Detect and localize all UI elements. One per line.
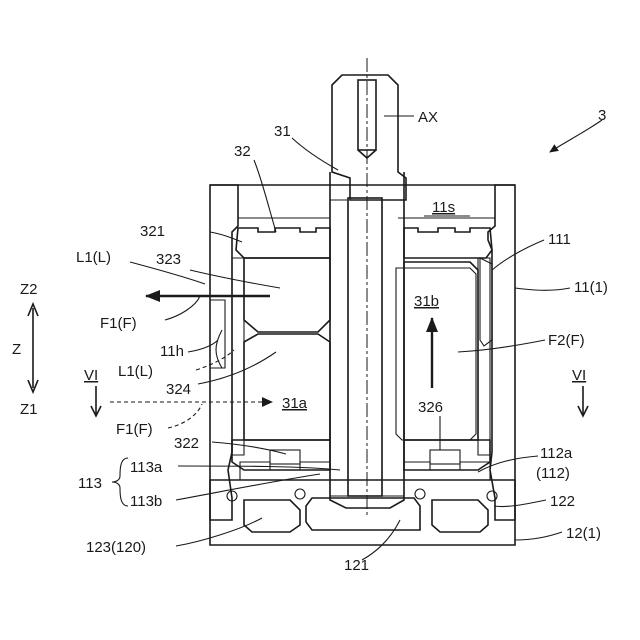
label-113a: 113a <box>130 459 163 476</box>
label-123-120: 123(120) <box>86 539 146 556</box>
label-11h: 11h <box>160 343 184 360</box>
label-11s: 11s <box>432 199 455 216</box>
label-11-1: 11(1) <box>574 279 608 296</box>
label-113b: 113b <box>130 493 162 510</box>
label-122: 122 <box>550 493 575 510</box>
vane-body <box>232 258 492 480</box>
label-326: 326 <box>418 399 443 416</box>
label-z: Z <box>12 341 21 358</box>
label-111: 111 <box>548 231 571 248</box>
label-323: 323 <box>156 251 181 268</box>
reference-labels: 3 AX 31 32 11s 321 L1(L) 323 111 11(1) Z… <box>12 107 608 574</box>
label-f1-bot: F1(F) <box>116 421 153 438</box>
base-12 <box>210 480 515 545</box>
label-112: (112) <box>536 465 570 482</box>
z-axis-indicator <box>28 304 38 392</box>
cap-32 <box>236 228 492 258</box>
label-fig-ref: 3 <box>598 107 606 124</box>
label-z2: Z2 <box>20 281 38 298</box>
label-321: 321 <box>140 223 165 240</box>
label-z1: Z1 <box>20 401 38 418</box>
label-f2: F2(F) <box>548 332 585 349</box>
label-ax: AX <box>418 109 438 126</box>
label-f1-top: F1(F) <box>100 315 137 332</box>
label-322: 322 <box>174 435 199 452</box>
label-12-1: 12(1) <box>566 525 601 542</box>
leader-lines <box>112 116 602 560</box>
label-113: 113 <box>78 475 102 492</box>
label-section-right: VI <box>572 367 586 384</box>
label-31: 31 <box>274 123 291 140</box>
label-section-left: VI <box>84 367 98 384</box>
label-112a: 112a <box>540 445 573 462</box>
rotor-31 <box>330 58 406 515</box>
label-32: 32 <box>234 143 251 160</box>
label-l1-mid: L1(L) <box>118 363 153 380</box>
label-324: 324 <box>166 381 191 398</box>
label-31b: 31b <box>414 293 439 310</box>
label-l1-top: L1(L) <box>76 249 111 266</box>
label-121: 121 <box>344 557 369 574</box>
label-31a: 31a <box>282 395 308 412</box>
